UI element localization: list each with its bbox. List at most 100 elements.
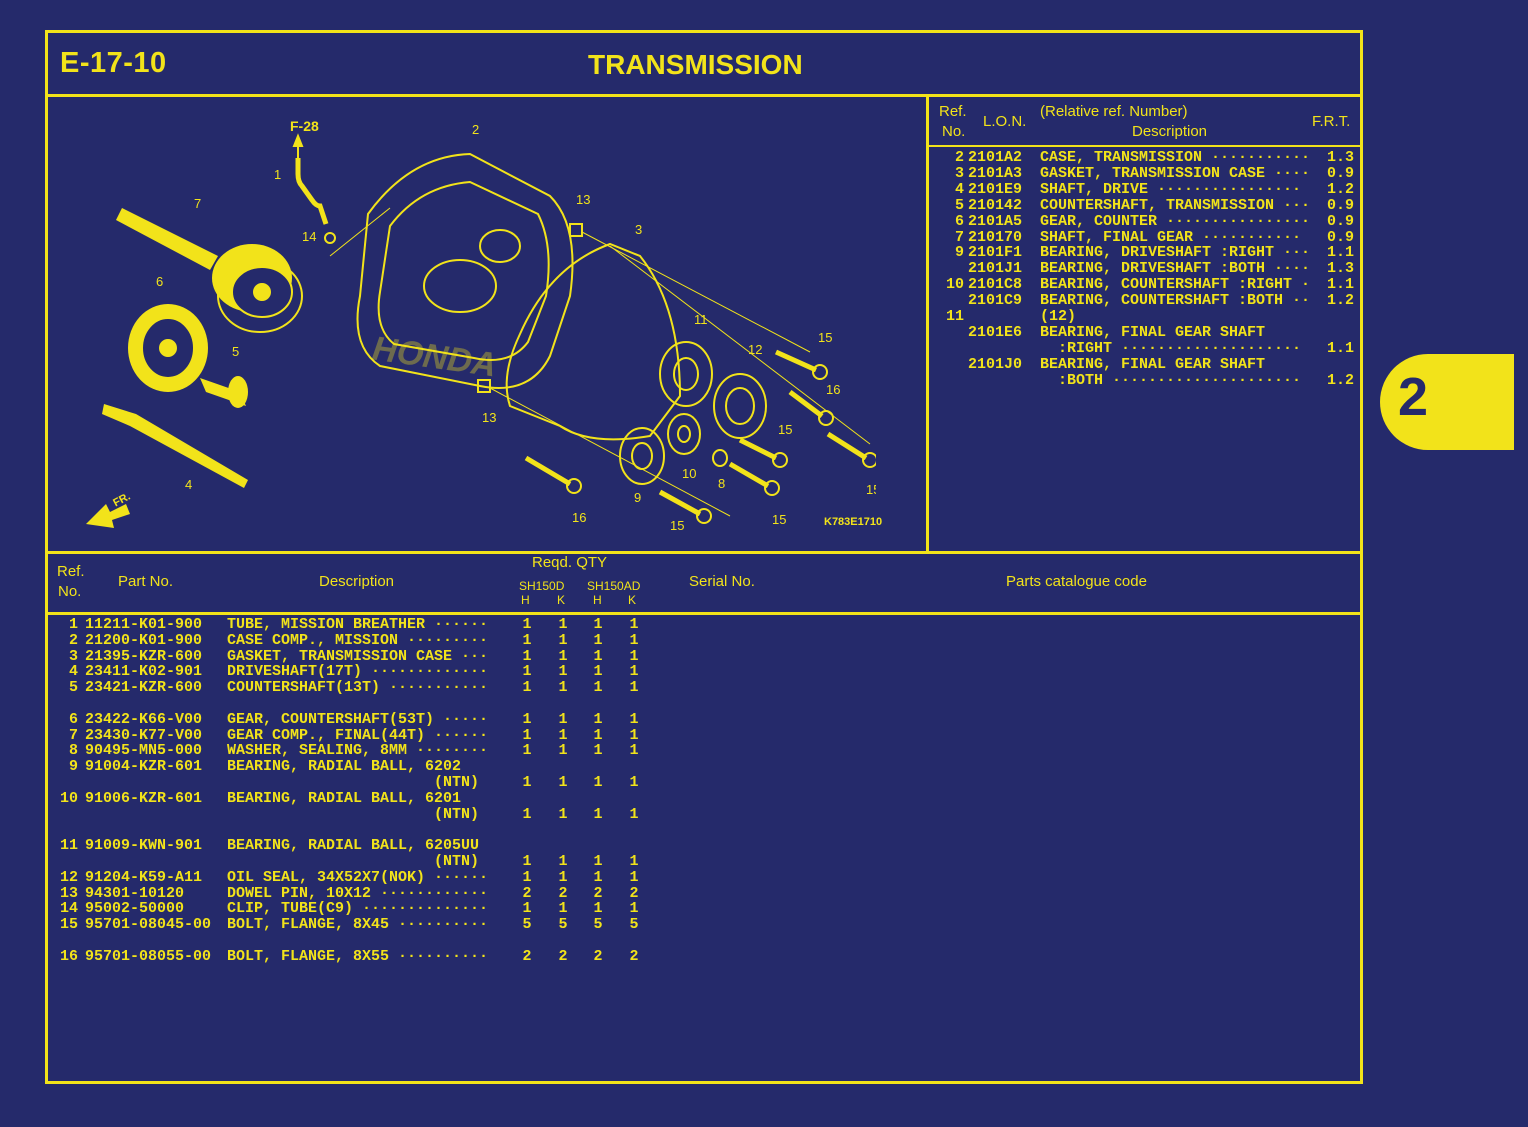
frt-cell-lon: 2101A3 bbox=[968, 164, 1023, 182]
parts-cell-qty: 1 bbox=[593, 647, 603, 665]
parts-cell-desc: BOLT, FLANGE, 8X55 ·········· bbox=[227, 947, 489, 965]
frt-cell-desc: BEARING, COUNTERSHAFT :RIGHT · bbox=[1040, 276, 1311, 294]
frt-cell-frt: 1.2 bbox=[1326, 292, 1354, 310]
parts-cell-ref: 7 bbox=[68, 726, 78, 744]
frt-cell-desc: BEARING, COUNTERSHAFT :BOTH ·· bbox=[1040, 292, 1311, 310]
parts-cell-qty: 1 bbox=[629, 647, 639, 665]
parts-cell-qty: 2 bbox=[558, 947, 568, 965]
frt-cell-lon: 210142 bbox=[968, 196, 1023, 214]
bearings-drawing bbox=[619, 341, 767, 485]
parts-cell-desc: GASKET, TRANSMISSION CASE ··· bbox=[227, 647, 489, 665]
parts-cell-ref: 4 bbox=[68, 663, 78, 681]
drive-shaft-drawing bbox=[102, 404, 248, 488]
parts-cell-qty: 1 bbox=[522, 805, 532, 823]
frt-cell-lon: 2101E9 bbox=[968, 180, 1023, 198]
parts-cell-part: 91204-K59-A11 bbox=[85, 868, 203, 886]
frt-header-lon: L.O.N. bbox=[983, 113, 1027, 130]
frt-cell-lon: 2101A2 bbox=[968, 149, 1023, 166]
frt-cell-ref: 7 bbox=[954, 228, 964, 246]
parts-cell-qty: 1 bbox=[629, 742, 639, 760]
callout-number: 11 bbox=[694, 312, 708, 327]
parts-cell-part: 91006-KZR-601 bbox=[85, 789, 203, 807]
diagram-ref-tag: F-28 bbox=[290, 118, 319, 134]
parts-cell-ref: 6 bbox=[68, 710, 78, 728]
diagram-code: K783E1710 bbox=[824, 516, 883, 528]
parts-cell-part: 23411-K02-901 bbox=[85, 663, 203, 681]
frt-cell-desc: :BOTH ····················· bbox=[1040, 371, 1302, 389]
gasket-drawing bbox=[505, 242, 682, 441]
callout-number: 13 bbox=[576, 192, 590, 207]
callout-number: 1 bbox=[274, 167, 281, 182]
parts-sheet-frame: E-17-10 TRANSMISSION Ref. No. L.O.N. (Re… bbox=[45, 30, 1363, 1084]
section-tab[interactable]: 2 bbox=[1380, 354, 1514, 450]
parts-cell-qty: 1 bbox=[558, 805, 568, 823]
parts-cell-desc: (NTN) bbox=[227, 853, 480, 870]
parts-cell-qty: 1 bbox=[593, 805, 603, 823]
parts-cell-qty: 1 bbox=[558, 616, 568, 633]
frt-cell-ref: 9 bbox=[954, 244, 964, 262]
parts-cell-qty: 1 bbox=[558, 774, 568, 791]
parts-cell-qty: 2 bbox=[522, 947, 532, 965]
parts-cell-desc: GEAR COMP., FINAL(44T) ······ bbox=[227, 726, 489, 744]
parts-cell-qty: 2 bbox=[629, 884, 639, 902]
parts-cell-qty: 1 bbox=[522, 679, 532, 697]
countershaft-drawing bbox=[200, 376, 248, 408]
parts-cell-qty: 1 bbox=[558, 868, 568, 886]
parts-cell-qty: 1 bbox=[629, 868, 639, 886]
frt-header-relative: (Relative ref. Number) bbox=[1040, 103, 1188, 120]
callout-number: 7 bbox=[194, 196, 201, 211]
parts-cell-qty: 1 bbox=[558, 710, 568, 728]
frt-cell-desc: BEARING, FINAL GEAR SHAFT bbox=[1040, 323, 1266, 341]
frt-header-divider bbox=[928, 145, 1360, 147]
callout-number: 3 bbox=[635, 222, 642, 237]
parts-cell-part: 95701-08055-00 bbox=[85, 947, 212, 965]
parts-cell-desc: CASE COMP., MISSION ········· bbox=[227, 631, 489, 649]
parts-header-h1: H bbox=[521, 593, 530, 607]
frt-cell-ref: 11 bbox=[945, 308, 964, 325]
parts-cell-desc: WASHER, SEALING, 8MM ········ bbox=[227, 742, 489, 760]
parts-cell-desc: CLIP, TUBE(C9) ·············· bbox=[227, 900, 489, 918]
parts-cell-qty: 1 bbox=[522, 647, 532, 665]
parts-cell-part: 91004-KZR-601 bbox=[85, 758, 203, 776]
parts-header-model-sh150d: SH150D bbox=[519, 579, 565, 593]
parts-cell-desc: GEAR, COUNTERSHAFT(53T) ····· bbox=[227, 710, 489, 728]
parts-cell-part: 95701-08045-00 bbox=[85, 916, 212, 934]
frt-cell-frt: 1.1 bbox=[1326, 244, 1354, 262]
parts-cell-qty: 1 bbox=[629, 774, 639, 791]
frt-cell-ref: 6 bbox=[954, 212, 964, 230]
parts-cell-part: 23421-KZR-600 bbox=[85, 679, 203, 697]
callout-number: 8 bbox=[718, 476, 725, 491]
parts-header-k2: K bbox=[628, 593, 637, 607]
frt-cell-desc: :RIGHT ···················· bbox=[1040, 339, 1302, 357]
parts-cell-ref: 15 bbox=[59, 916, 78, 934]
frt-cell-frt: 1.3 bbox=[1326, 260, 1354, 278]
parts-cell-desc: BOLT, FLANGE, 8X45 ·········· bbox=[227, 916, 489, 934]
frt-cell-lon: 210170 bbox=[968, 228, 1023, 246]
callout-number: 10 bbox=[682, 466, 696, 481]
frt-cell-desc: CASE, TRANSMISSION ··········· bbox=[1040, 149, 1311, 166]
parts-cell-qty: 1 bbox=[629, 900, 639, 918]
frt-header-no: No. bbox=[942, 123, 966, 140]
parts-cell-qty: 1 bbox=[558, 679, 568, 697]
parts-cell-qty: 1 bbox=[558, 853, 568, 870]
callout-number: 9 bbox=[634, 490, 641, 505]
parts-cell-ref: 3 bbox=[68, 647, 78, 665]
parts-cell-qty: 5 bbox=[629, 916, 639, 934]
parts-cell-ref: 12 bbox=[59, 868, 78, 886]
parts-cell-ref: 14 bbox=[59, 900, 78, 918]
parts-cell-qty: 1 bbox=[522, 900, 532, 918]
parts-cell-ref: 2 bbox=[68, 631, 78, 649]
parts-cell-qty: 2 bbox=[593, 947, 603, 965]
parts-cell-qty: 1 bbox=[629, 663, 639, 681]
frt-cell-desc: SHAFT, DRIVE ················ bbox=[1040, 180, 1302, 198]
callout-number: 15 bbox=[670, 518, 684, 533]
parts-header-serial: Serial No. bbox=[689, 573, 755, 590]
parts-cell-qty: 2 bbox=[558, 884, 568, 902]
parts-cell-qty: 1 bbox=[522, 742, 532, 760]
callout-number: 15 bbox=[772, 512, 786, 527]
frt-cell-frt: 1.1 bbox=[1326, 276, 1354, 294]
parts-cell-desc: (NTN) bbox=[227, 805, 480, 823]
parts-cell-ref: 8 bbox=[68, 742, 78, 760]
frt-cell-lon: 2101J1 bbox=[968, 260, 1023, 278]
parts-cell-desc: BEARING, RADIAL BALL, 6201 bbox=[227, 789, 462, 807]
